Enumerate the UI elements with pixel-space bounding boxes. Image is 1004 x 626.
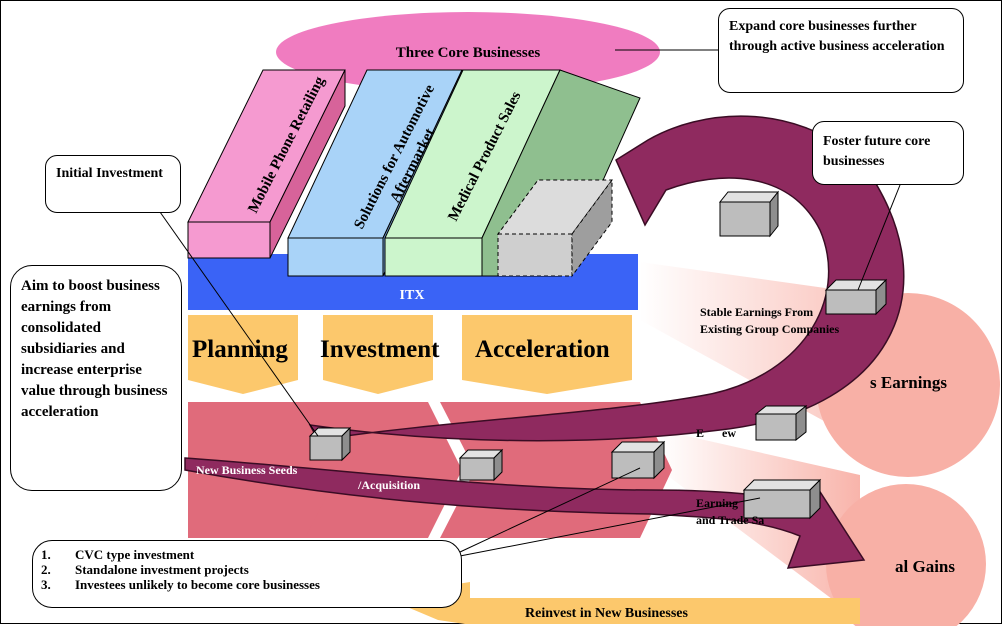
trade-sale-fragment: and Trade Sa bbox=[696, 513, 765, 527]
lower-arrow bbox=[184, 457, 866, 569]
band-seeds-label: New Business Seeds bbox=[196, 463, 298, 477]
stage-arrow-acceleration bbox=[462, 315, 632, 394]
band-acquisition-label: /Acquisition bbox=[358, 478, 421, 492]
connector-initial bbox=[159, 211, 319, 437]
callout-initial: Initial Investment bbox=[45, 155, 181, 213]
stage-arrow-planning bbox=[188, 315, 298, 394]
connector-foster bbox=[857, 184, 901, 291]
callout-aim: Aim to boost business earnings from cons… bbox=[10, 265, 182, 491]
cube bbox=[610, 440, 666, 480]
stage-label-investment: Investment bbox=[320, 336, 440, 363]
callout-foster: Foster future core businesses bbox=[812, 121, 964, 185]
gains-circle-label: al Gains bbox=[895, 557, 955, 576]
cube bbox=[308, 426, 352, 462]
gains-circle bbox=[826, 484, 986, 626]
cube bbox=[754, 404, 808, 442]
cube bbox=[458, 448, 504, 482]
earnings-trade-fragment: Earning bbox=[696, 496, 739, 510]
cube bbox=[718, 190, 780, 238]
list-item: 2.Standalone investment projects bbox=[41, 562, 249, 577]
connector-list-1 bbox=[459, 467, 641, 553]
earnings-circle-label: s Earnings bbox=[870, 373, 947, 392]
list-item: 1.CVC type investment bbox=[41, 547, 195, 562]
connector-list-2 bbox=[459, 497, 761, 557]
list-item: 3.Investees unlikely to become core busi… bbox=[41, 577, 320, 592]
cube bbox=[742, 478, 822, 520]
earnings-new-fragment: E ew bbox=[696, 426, 736, 440]
itx-label: ITX bbox=[400, 288, 425, 303]
stage-label-planning: Planning bbox=[192, 336, 288, 363]
bar-mobile-phone bbox=[187, 69, 346, 259]
reinvest-arrow bbox=[400, 582, 860, 624]
callout-expand: Expand core businesses further through a… bbox=[718, 8, 964, 93]
core-title: Three Core Businesses bbox=[396, 45, 541, 61]
cube bbox=[824, 278, 888, 316]
stage-arrow-investment bbox=[323, 315, 433, 394]
bar-future-dashed bbox=[497, 178, 613, 278]
reinvest-label: Reinvest in New Businesses bbox=[525, 606, 688, 621]
callout-investment-list: 1.CVC type investment 2.Standalone inves… bbox=[32, 540, 462, 608]
stable-earnings-label: Stable Earnings From Existing Group Comp… bbox=[700, 305, 840, 336]
stage-label-acceleration: Acceleration bbox=[475, 336, 610, 363]
